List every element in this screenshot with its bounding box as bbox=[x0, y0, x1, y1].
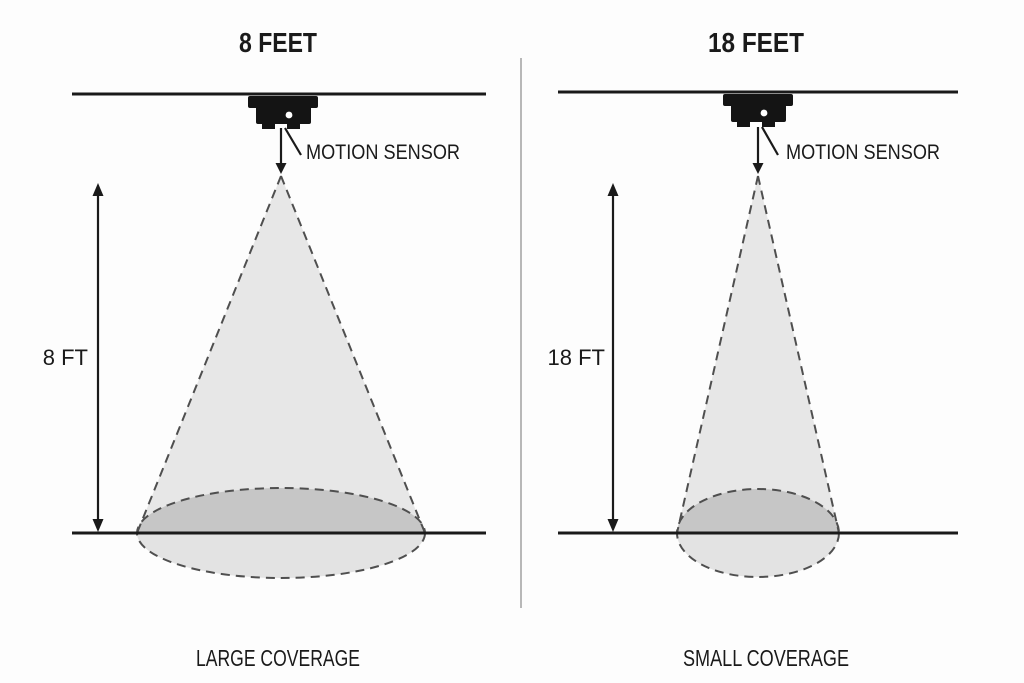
coverage-label-left: LARGE COVERAGE bbox=[196, 645, 360, 671]
cone-fill bbox=[677, 176, 839, 577]
cone-fill bbox=[137, 176, 425, 578]
sensor-mount-plate bbox=[723, 94, 793, 106]
sensor-label-leader-line bbox=[761, 126, 779, 156]
sensor-beam-arrow bbox=[752, 127, 764, 174]
cone-base-top-half bbox=[677, 489, 839, 533]
sensor-label-right: MOTION SENSOR bbox=[786, 141, 940, 164]
cone-edge-right bbox=[757, 175, 840, 534]
coverage-cone-small bbox=[676, 175, 840, 578]
sensor-foot-left bbox=[737, 122, 750, 127]
sensor-foot-right bbox=[287, 124, 300, 129]
coverage-cone-large bbox=[136, 175, 426, 579]
motion-sensor-icon bbox=[723, 94, 793, 127]
sensor-foot-right bbox=[762, 122, 775, 127]
cone-base-below-floor bbox=[137, 533, 425, 578]
beam-arrow-head bbox=[752, 163, 764, 174]
measure-head-bottom bbox=[607, 519, 619, 532]
height-measure-arrow-left bbox=[92, 183, 104, 532]
height-label-right: 18 FT bbox=[548, 345, 605, 370]
panel-left-heading: 8 FEET bbox=[239, 27, 317, 58]
panel-8-feet: 8 FEET bbox=[43, 27, 486, 671]
sensor-mount-plate bbox=[248, 96, 318, 108]
height-label-left: 8 FT bbox=[43, 345, 88, 370]
motion-sensor-icon bbox=[248, 96, 318, 129]
cone-edge-left bbox=[676, 175, 759, 534]
cone-edge-right bbox=[280, 175, 426, 534]
sensor-body bbox=[731, 104, 786, 122]
measure-head-bottom bbox=[92, 519, 104, 532]
sensor-label-left: MOTION SENSOR bbox=[306, 141, 460, 164]
cone-base-top-half bbox=[137, 488, 425, 533]
sensor-body bbox=[256, 106, 311, 124]
measure-head-top bbox=[607, 183, 619, 196]
sensor-lens-dot bbox=[760, 109, 768, 117]
coverage-label-right: SMALL COVERAGE bbox=[683, 645, 849, 671]
panel-right-heading: 18 FEET bbox=[708, 27, 804, 58]
sensor-beam-arrow bbox=[275, 128, 287, 174]
panel-18-feet: 18 FEET bbox=[548, 27, 958, 671]
cone-base-below-floor bbox=[677, 533, 839, 577]
height-measure-arrow-right bbox=[607, 183, 619, 532]
beam-arrow-head bbox=[275, 163, 287, 174]
sensor-foot-left bbox=[262, 124, 275, 129]
sensor-lens-dot bbox=[285, 111, 293, 119]
sensor-label-leader-line bbox=[284, 127, 302, 156]
measure-head-top bbox=[92, 183, 104, 196]
cone-edge-left bbox=[136, 175, 282, 534]
